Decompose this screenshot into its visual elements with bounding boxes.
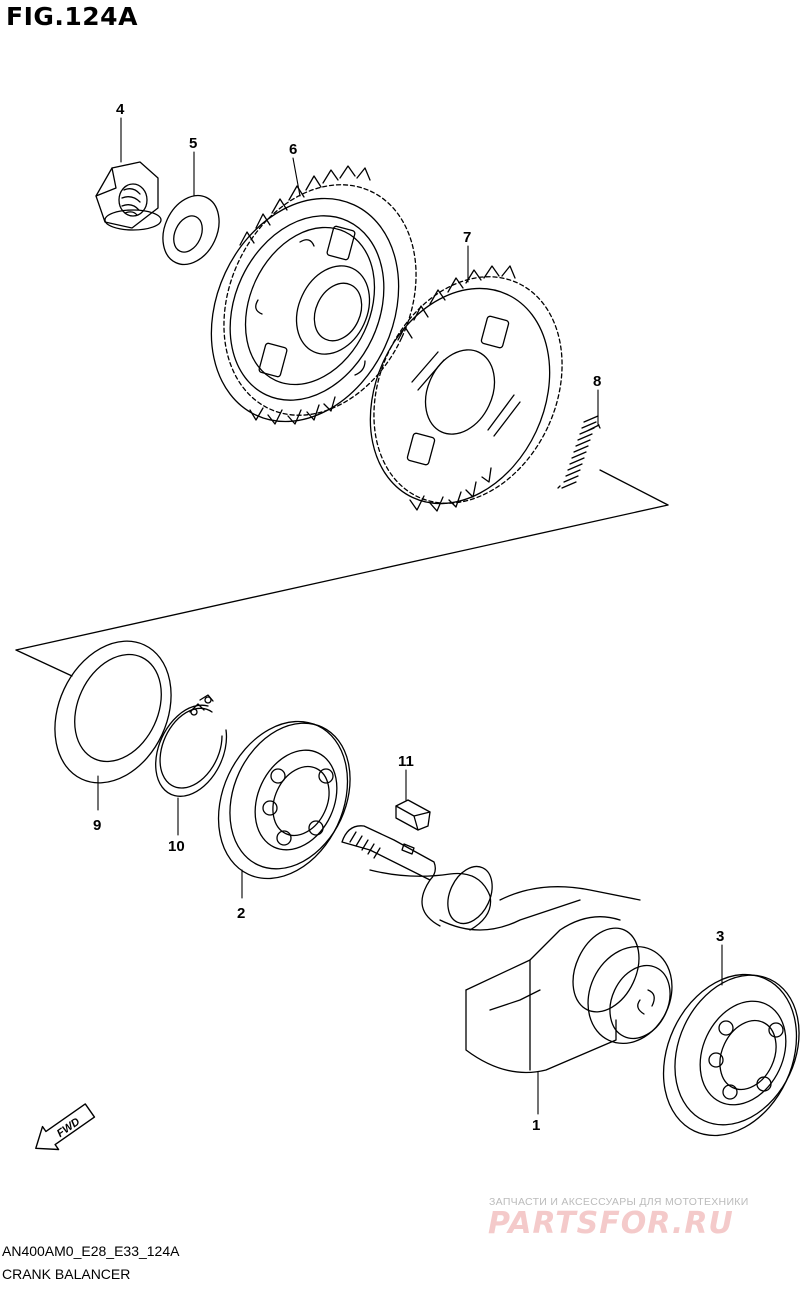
figure-title: FIG.124A bbox=[6, 2, 138, 31]
watermark-logo: PARTSFOR.RU bbox=[488, 1206, 734, 1241]
footer-assembly-name: CRANK BALANCER bbox=[2, 1266, 131, 1282]
callout-3: 3 bbox=[716, 928, 724, 945]
part-6-drive-gear bbox=[210, 165, 417, 425]
callout-9: 9 bbox=[93, 817, 101, 834]
part-10-circlip bbox=[155, 694, 228, 797]
part-1-balancer-shaft bbox=[341, 825, 673, 1074]
footer-figure-code: AN400AM0_E28_E33_124A bbox=[2, 1243, 180, 1259]
callout-8: 8 bbox=[593, 373, 601, 390]
part-4-nut bbox=[95, 161, 162, 231]
callout-11: 11 bbox=[398, 753, 414, 770]
watermark-tagline: ЗАПЧАСТИ И АКСЕССУАРЫ ДЛЯ МОТОТЕХНИКИ bbox=[489, 1196, 749, 1208]
part-5-washer bbox=[162, 194, 220, 266]
callout-6: 6 bbox=[289, 141, 297, 158]
callout-5: 5 bbox=[189, 135, 197, 152]
part-2-bearing bbox=[217, 720, 351, 880]
group-boundary-lines bbox=[15, 469, 669, 677]
callout-10: 10 bbox=[168, 838, 185, 855]
part-11-key bbox=[395, 799, 431, 831]
part-8-spring bbox=[557, 415, 601, 489]
callout-7: 7 bbox=[463, 229, 471, 246]
part-7-driven-gear bbox=[369, 265, 563, 512]
callout-1: 1 bbox=[532, 1117, 540, 1134]
fwd-arrow-icon: FWD bbox=[35, 1103, 96, 1151]
part-9-shim bbox=[54, 640, 172, 784]
leader-lines bbox=[97, 117, 723, 1115]
callout-2: 2 bbox=[237, 905, 245, 922]
callout-4: 4 bbox=[116, 101, 125, 118]
part-3-bearing bbox=[662, 973, 800, 1137]
callout-labels: 1 2 3 4 5 6 7 8 9 10 11 bbox=[93, 101, 724, 1134]
